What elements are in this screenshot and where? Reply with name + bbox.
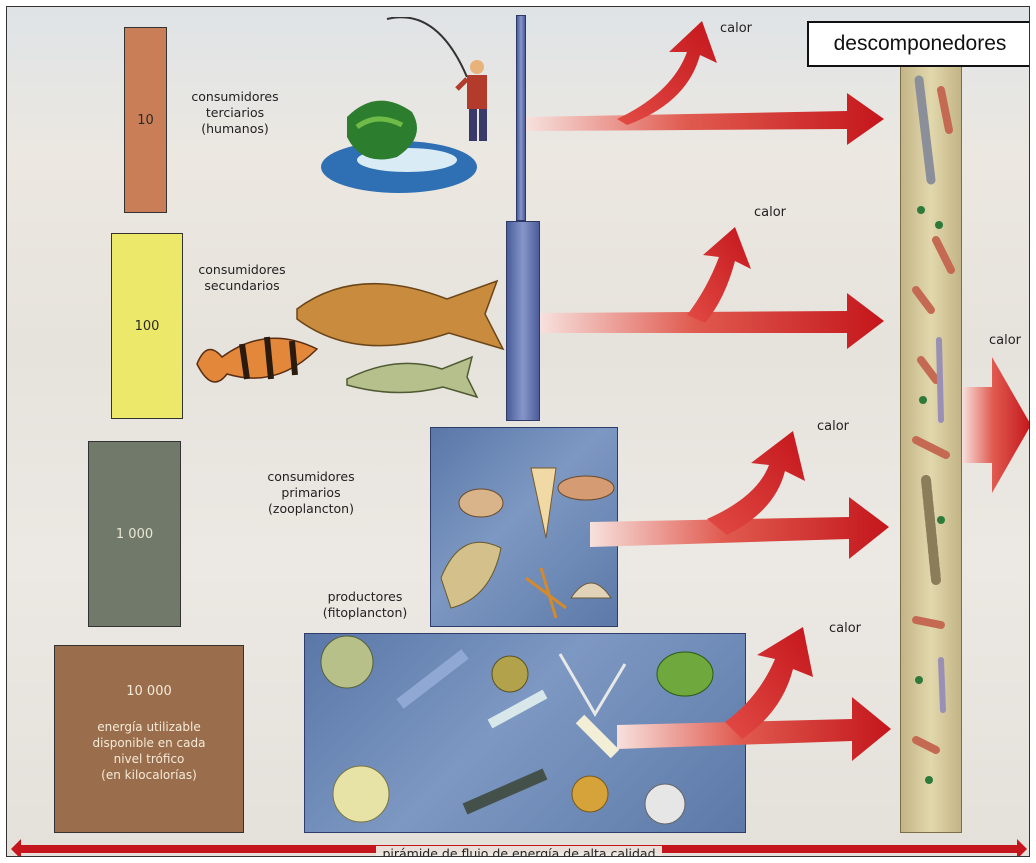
pyramid-flow-label: pirámide de flujo de energía de alta cal…	[7, 846, 1030, 857]
arrow-decomposers-heat	[962, 357, 1030, 493]
decomposers-title: descomponedores	[807, 21, 1030, 67]
arrow-group-secondary	[540, 227, 884, 349]
heat-label-tertiary: calor	[720, 21, 752, 36]
arrow-group-producers	[617, 627, 891, 761]
energy-pyramid-diagram: 10 100 1 000 10 000 energía utilizable d…	[6, 6, 1030, 857]
energy-arrows	[7, 7, 1030, 857]
heat-label-primary: calor	[817, 419, 849, 434]
heat-label-secondary: calor	[754, 205, 786, 220]
pyramid-flow-label-text: pirámide de flujo de energía de alta cal…	[376, 846, 661, 857]
arrow-group-primary	[590, 431, 889, 559]
heat-label-producers: calor	[829, 621, 861, 636]
decomposers-title-text: descomponedores	[834, 32, 1007, 56]
heat-label-decomposers: calor	[989, 333, 1021, 348]
